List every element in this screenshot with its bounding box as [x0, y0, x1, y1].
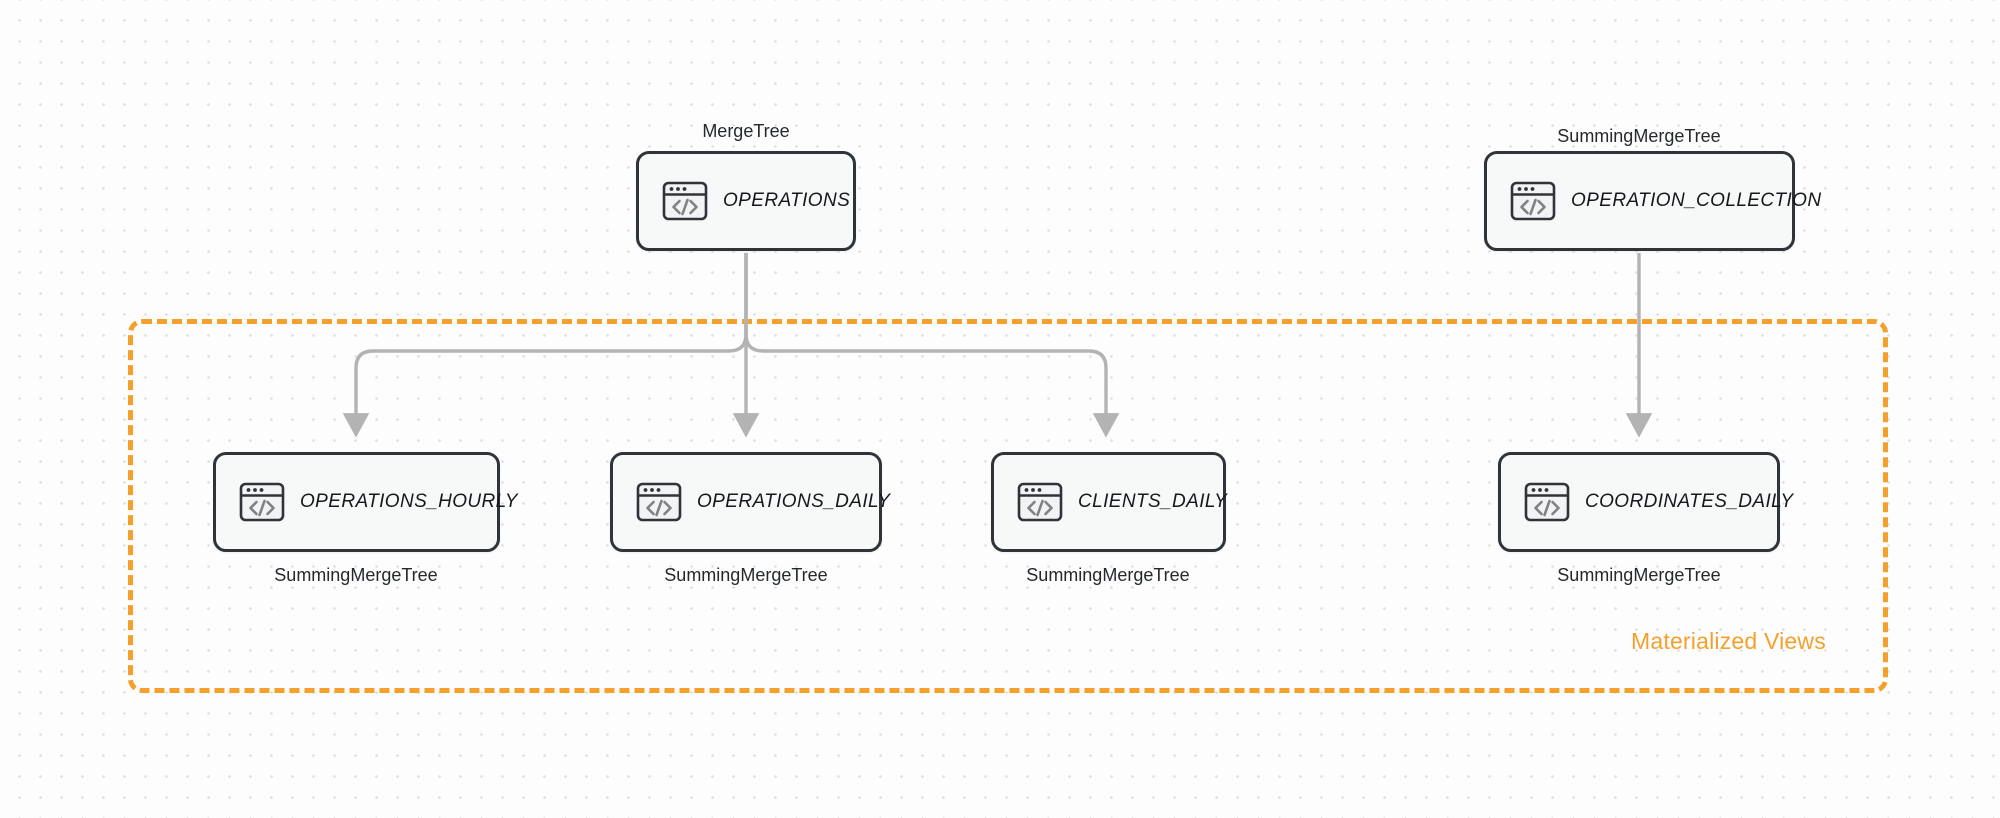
- code-window-icon: [661, 179, 709, 223]
- node-operation-collection[interactable]: OPERATION_COLLECTION: [1484, 151, 1821, 251]
- engine-label-clients-daily: SummingMergeTree: [1026, 565, 1190, 585]
- code-window-icon: [1509, 179, 1557, 223]
- node-operations-daily[interactable]: OPERATIONS_DAILY: [610, 452, 890, 552]
- engine-label-operations-daily: SummingMergeTree: [664, 565, 828, 585]
- node-label-operations-daily: OPERATIONS_DAILY: [697, 491, 891, 512]
- node-coordinates-daily[interactable]: COORDINATES_DAILY: [1498, 452, 1793, 552]
- node-label-clients-daily: CLIENTS_DAILY: [1078, 491, 1228, 512]
- node-label-coordinates-daily: COORDINATES_DAILY: [1585, 491, 1794, 512]
- code-window-icon: [1523, 480, 1571, 524]
- code-window-icon: [1016, 480, 1064, 524]
- engine-label-operations: MergeTree: [702, 121, 790, 141]
- node-clients-daily[interactable]: CLIENTS_DAILY: [991, 452, 1228, 552]
- node-label-operations: OPERATIONS: [723, 190, 851, 211]
- materialized-views-group-label: Materialized Views: [1631, 628, 1826, 654]
- engine-label-coordinates-daily: SummingMergeTree: [1557, 565, 1721, 585]
- code-window-icon: [238, 480, 286, 524]
- engine-label-operations-hourly: SummingMergeTree: [274, 565, 438, 585]
- engine-label-operation-collection: SummingMergeTree: [1557, 126, 1721, 146]
- node-operations[interactable]: OPERATIONS: [636, 151, 856, 251]
- node-operations-hourly[interactable]: OPERATIONS_HOURLY: [213, 452, 518, 552]
- node-label-operations-hourly: OPERATIONS_HOURLY: [300, 491, 518, 512]
- node-label-operation-collection: OPERATION_COLLECTION: [1571, 190, 1822, 211]
- code-window-icon: [635, 480, 683, 524]
